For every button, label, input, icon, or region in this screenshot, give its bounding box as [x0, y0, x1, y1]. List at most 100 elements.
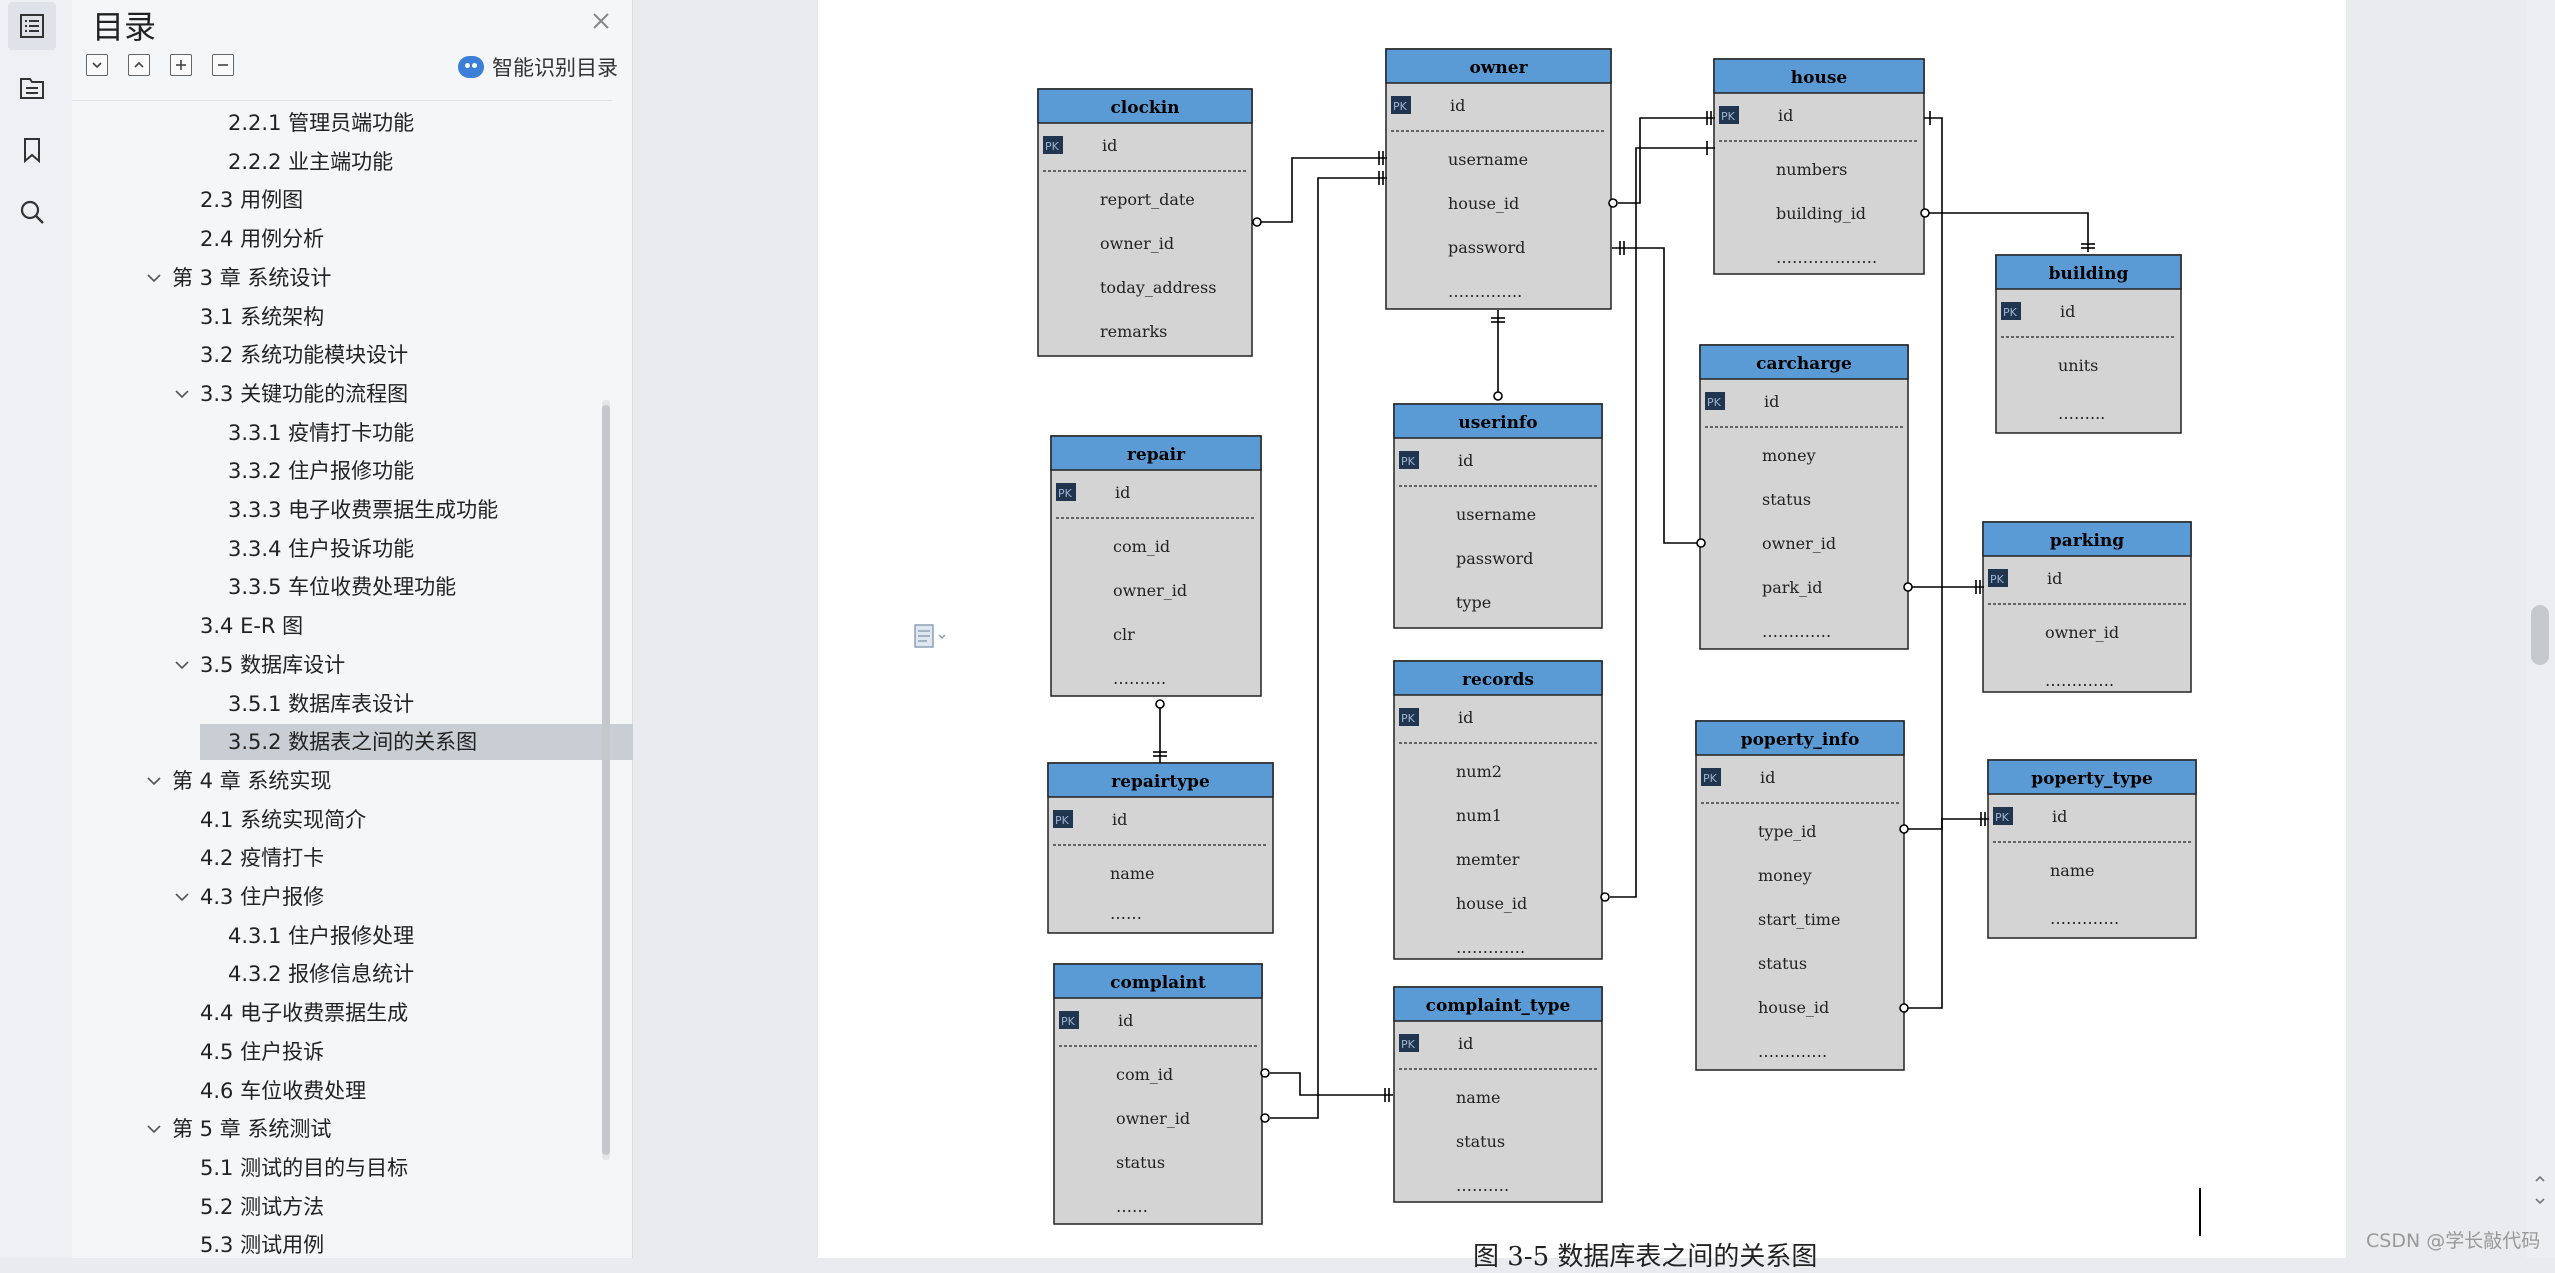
toc-item[interactable]: 3.4 E-R 图 [200, 608, 303, 644]
pk-badge [1988, 569, 2008, 587]
toc-item[interactable]: 4.3.1 住户报修处理 [228, 918, 414, 954]
toc-item[interactable]: 3.5 数据库设计 [175, 647, 346, 683]
table-field: house_id [1448, 194, 1519, 213]
toc-item-label: 3.3.5 车位收费处理功能 [228, 575, 457, 600]
toc-item-label: 4.3.1 住户报修处理 [228, 923, 415, 948]
chevron-down-icon[interactable] [172, 647, 192, 683]
toc-item[interactable]: 3.3.4 住户投诉功能 [228, 531, 414, 567]
table-field-id: id [1764, 392, 1779, 411]
table-field: …………. [1762, 622, 1831, 641]
chevron-down-icon[interactable] [144, 763, 164, 799]
toc-item[interactable]: 5.3 测试用例 [200, 1227, 324, 1263]
toc-item[interactable]: 3.3.5 车位收费处理功能 [228, 569, 456, 605]
toc-item[interactable]: 2.3 用例图 [200, 182, 303, 218]
pk-badge [1391, 96, 1411, 114]
smart-toc-button[interactable]: 智能识别目录 [458, 50, 618, 84]
scroll-up-icon[interactable] [2530, 1170, 2550, 1188]
chevron-down-icon[interactable] [144, 1111, 164, 1147]
pk-badge [1993, 807, 2013, 825]
toc-item[interactable]: 3.5.1 数据库表设计 [228, 686, 414, 722]
pk-badge [1719, 106, 1739, 124]
left-icon-rail [0, 0, 73, 1258]
pk-label: PK [1703, 772, 1718, 785]
toc-item-label: 3.4 E-R 图 [200, 614, 304, 639]
table-title: repair [1127, 445, 1186, 465]
toc-item[interactable]: 第 4 章 系统实现 [147, 763, 331, 799]
table-field: owner_id [1116, 1109, 1190, 1128]
toc-item[interactable]: 5.2 测试方法 [200, 1189, 324, 1225]
toc-item[interactable]: 3.3.2 住户报修功能 [228, 453, 414, 489]
document-scrollbar-thumb[interactable] [2531, 605, 2549, 665]
table-field: …………. [2050, 909, 2119, 928]
toc-item[interactable]: 第 3 章 系统设计 [147, 260, 331, 296]
table-field: clr [1113, 625, 1135, 644]
chevron-down-icon[interactable] [172, 879, 192, 915]
chevron-down-icon[interactable] [172, 376, 192, 412]
table-header [1393, 660, 1603, 696]
toc-item-label: 4.1 系统实现简介 [200, 807, 367, 832]
toc-item[interactable]: 4.5 住户投诉 [200, 1034, 324, 1070]
toc-item[interactable]: 3.3.3 电子收费票据生成功能 [228, 492, 498, 528]
table-field: username [1456, 505, 1536, 524]
toc-item[interactable]: 4.4 电子收费票据生成 [200, 995, 408, 1031]
collapse-up-icon[interactable] [128, 54, 150, 76]
toc-item-label: 4.4 电子收费票据生成 [200, 1001, 409, 1026]
table-title: house [1791, 68, 1848, 88]
table-field: type [1456, 593, 1491, 612]
toc-item[interactable]: 3.1 系统架构 [200, 299, 324, 335]
table-field-id: id [1118, 1011, 1133, 1030]
toc-item[interactable]: 3.3 关键功能的流程图 [175, 376, 408, 412]
toc-item[interactable]: 第 5 章 系统测试 [147, 1111, 332, 1147]
toc-item[interactable]: 4.1 系统实现简介 [200, 802, 366, 838]
toc-item[interactable]: 2.2.1 管理员端功能 [228, 105, 414, 141]
toc-item[interactable]: 4.3.2 报修信息统计 [228, 956, 414, 992]
toc-item[interactable]: 3.5.2 数据表之间的关系图 [200, 724, 636, 761]
toc-item[interactable]: 2.4 用例分析 [200, 221, 324, 257]
toc-item[interactable]: 4.2 疫情打卡 [200, 840, 324, 876]
close-icon[interactable] [586, 6, 616, 36]
table-field: ………. [1456, 1176, 1509, 1195]
table-field: …… [1110, 904, 1142, 923]
bookmark-icon[interactable] [8, 126, 56, 174]
note-icon[interactable] [913, 622, 953, 652]
toc-item[interactable]: 5.1 测试的目的与目标 [200, 1150, 408, 1186]
toc-icon[interactable] [8, 2, 56, 50]
toc-item-label: 3.2 系统功能模块设计 [200, 343, 409, 368]
toc-item[interactable]: 3.3.1 疫情打卡功能 [228, 415, 414, 451]
remove-icon[interactable] [212, 54, 234, 76]
search-icon[interactable] [8, 188, 56, 236]
table-body [1393, 986, 1603, 1203]
add-icon[interactable] [170, 54, 192, 76]
toc-item-label: 4.3.2 报修信息统计 [228, 962, 415, 987]
scroll-down-icon[interactable] [2530, 1192, 2550, 1210]
table-title: owner [1469, 58, 1528, 78]
table-field: status [1116, 1153, 1165, 1172]
toc-item-label: 2.2.2 业主端功能 [228, 149, 394, 174]
table-title: userinfo [1458, 413, 1537, 433]
toc-item-label: 5.2 测试方法 [200, 1194, 325, 1219]
table-field: …… [1116, 1197, 1148, 1216]
toc-item-label: 第 5 章 系统测试 [172, 1117, 332, 1142]
toc-scrollbar-thumb[interactable] [602, 405, 610, 1155]
toc-item[interactable]: 3.2 系统功能模块设计 [200, 337, 408, 373]
table-field: money [1758, 866, 1812, 885]
expand-down-icon[interactable] [86, 54, 108, 76]
toc-item[interactable]: 4.3 住户报修 [175, 879, 325, 915]
toc-item[interactable]: 4.6 车位收费处理 [200, 1073, 366, 1109]
pk-label: PK [1707, 396, 1722, 409]
table-body [1050, 435, 1262, 697]
toc-item[interactable]: 2.2.2 业主端功能 [228, 144, 393, 180]
outline-icon[interactable] [8, 64, 56, 112]
pk-badge [1056, 483, 1076, 501]
toc-item-label: 4.3 住户报修 [200, 885, 325, 909]
chevron-down-icon[interactable] [144, 260, 164, 296]
table-title: repairtype [1111, 772, 1210, 792]
toc-item-label: 3.5 数据库设计 [200, 652, 346, 677]
